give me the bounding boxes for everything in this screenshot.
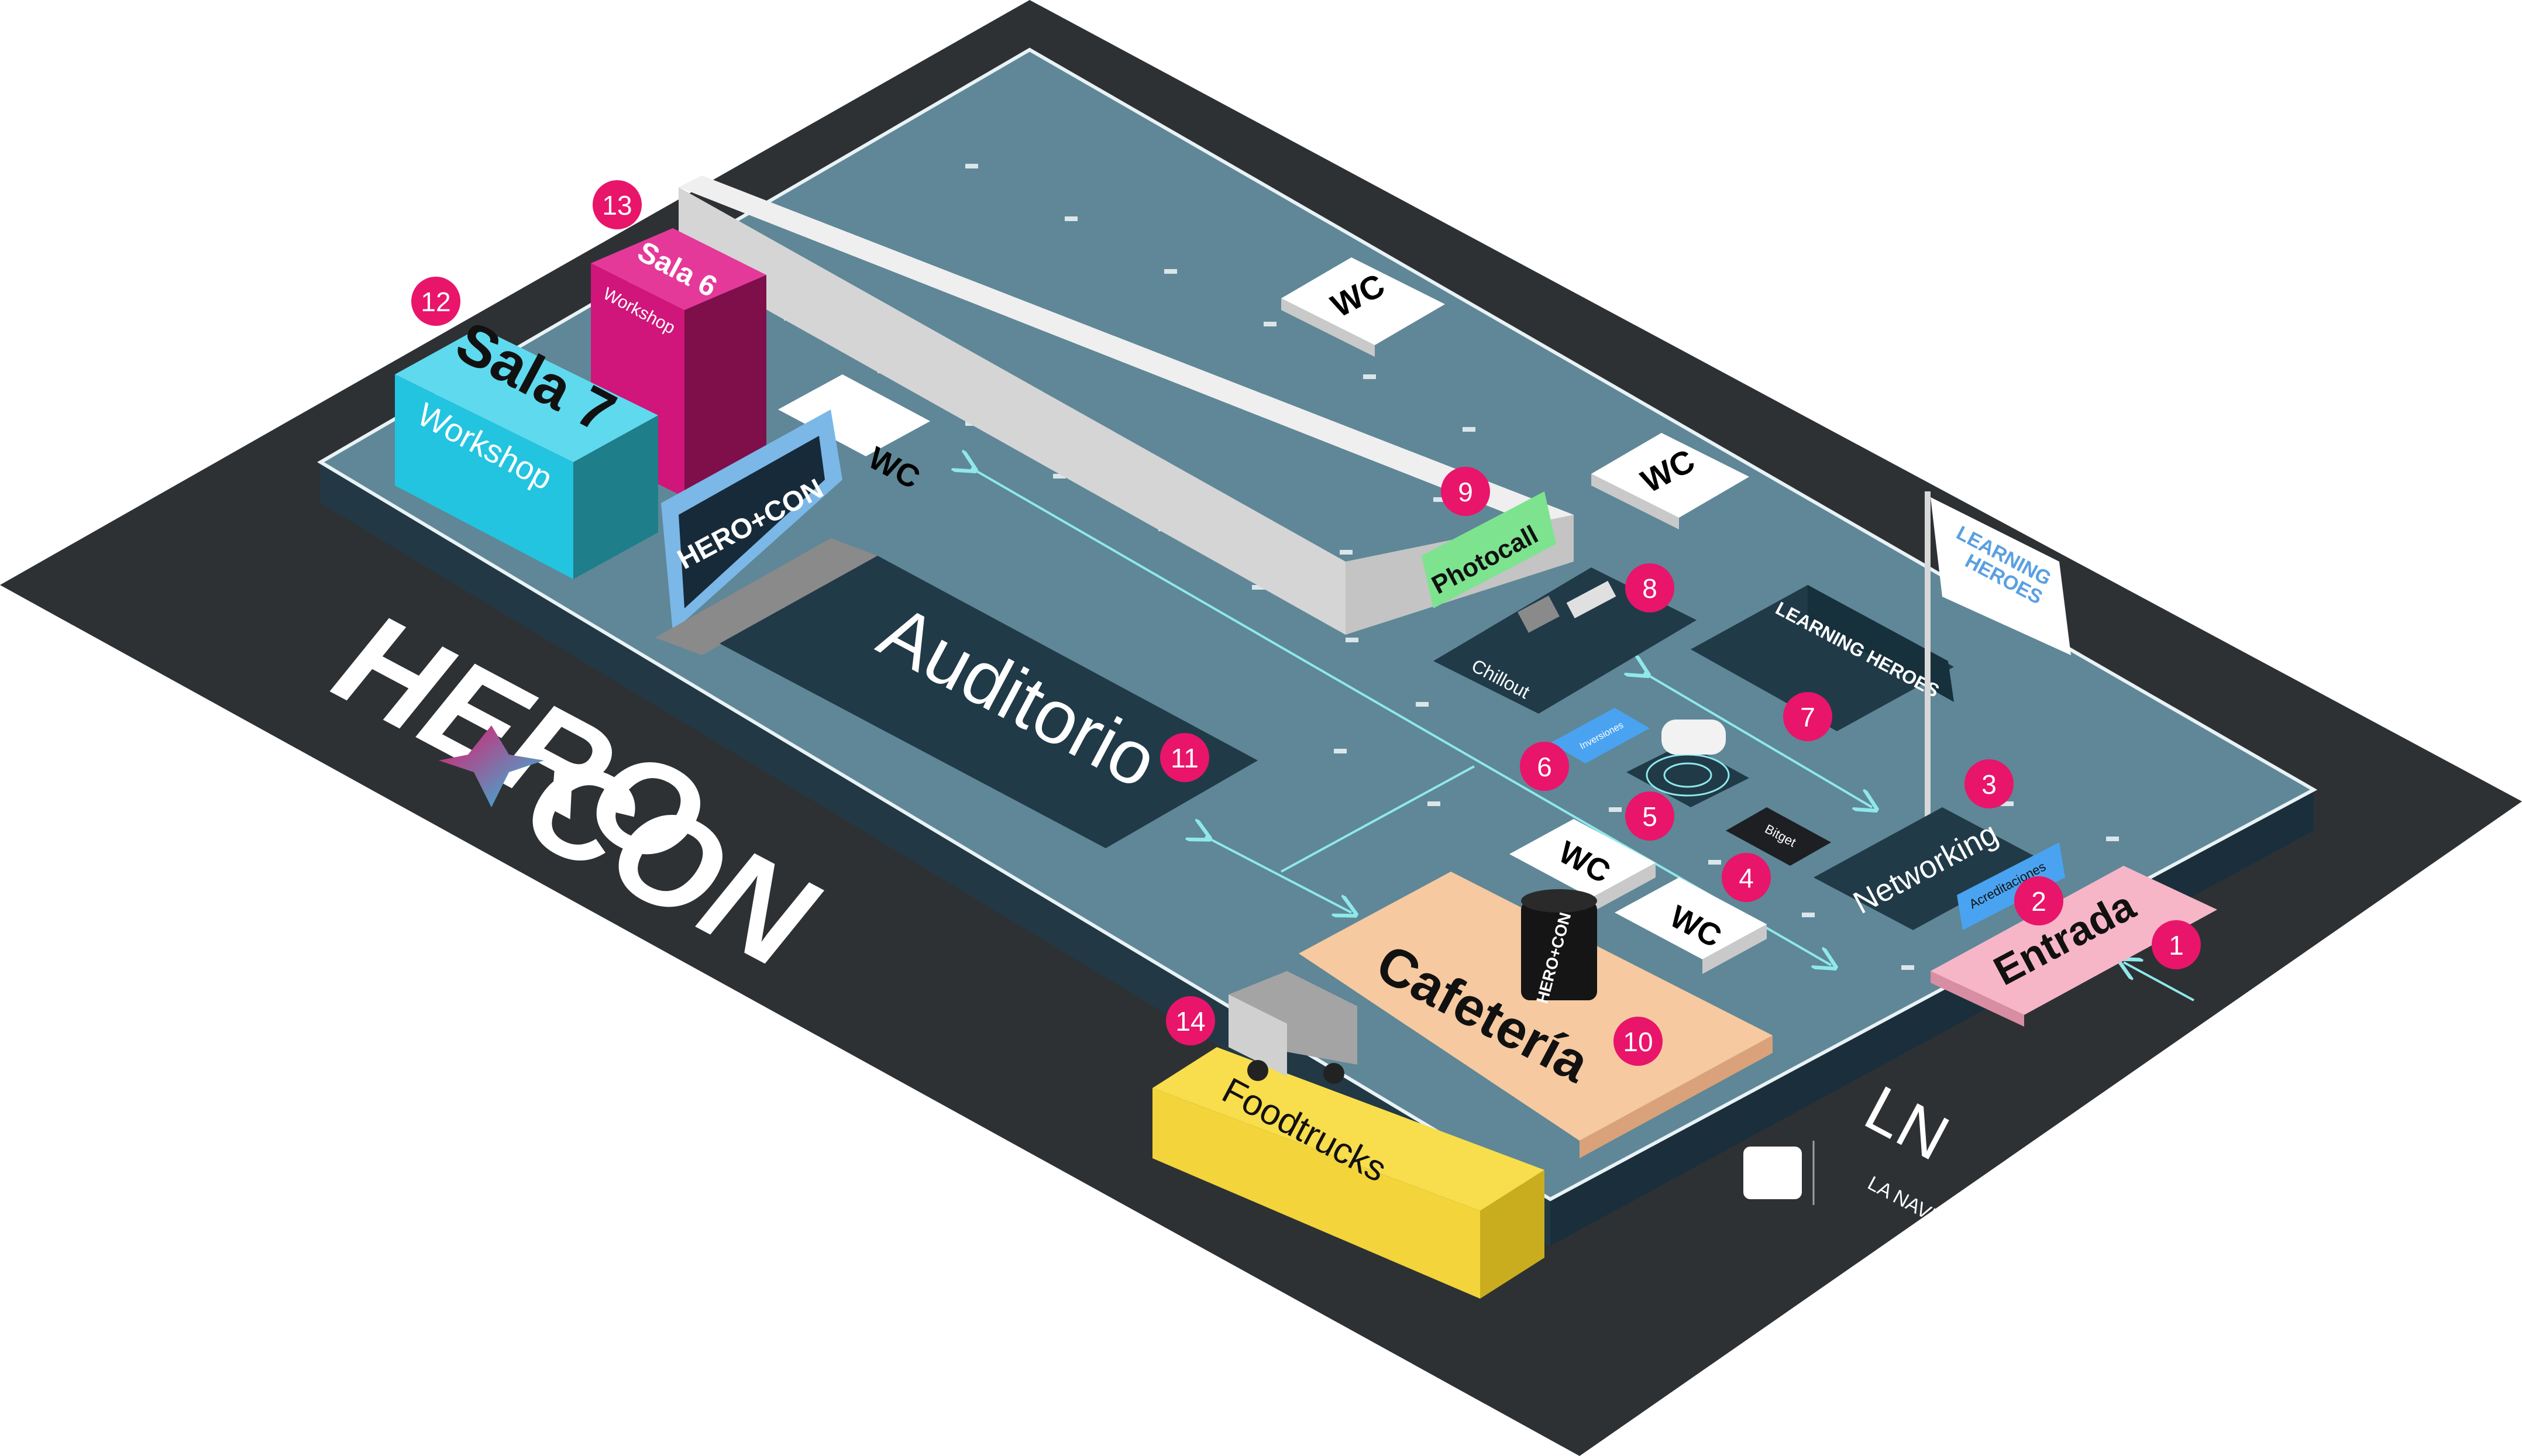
grey-wall-top [679,175,1574,529]
marker-7[interactable]: 7 [1783,692,1832,741]
vr-area[interactable] [1626,720,1749,807]
svg-text:7: 7 [1800,702,1815,732]
coffee-mug-icon [1521,901,1597,1000]
marker-11[interactable]: 11 [1160,733,1209,782]
grey-wall-front [679,187,1346,635]
svg-text:13: 13 [602,190,632,221]
marker-4[interactable]: 4 [1722,853,1771,902]
wc-right: WC [1591,433,1749,529]
svg-text:8: 8 [1642,573,1657,604]
marker-13[interactable]: 13 [593,180,642,229]
svg-text:3: 3 [1981,769,1997,800]
marker-10[interactable]: 10 [1613,1017,1663,1066]
marker-5[interactable]: 5 [1625,791,1674,841]
madrid-crest-icon [1743,1147,1802,1199]
food-truck-icon [1229,971,1357,1084]
sala-7[interactable]: Sala 7 Workshop [395,309,658,579]
marker-12[interactable]: 12 [411,277,460,326]
svg-text:4: 4 [1739,863,1754,893]
marker-1[interactable]: 1 [2152,920,2201,969]
markers: 1 2 3 4 5 6 7 8 9 10 11 12 13 14 [411,180,2201,1066]
svg-text:14: 14 [1175,1006,1205,1037]
svg-text:10: 10 [1623,1027,1653,1057]
marker-6[interactable]: 6 [1520,742,1569,791]
svg-text:6: 6 [1537,752,1552,782]
marker-8[interactable]: 8 [1625,563,1674,612]
logo-spark-icon [439,725,544,807]
marker-9[interactable]: 9 [1441,467,1490,516]
svg-text:1: 1 [2169,930,2184,961]
marker-3[interactable]: 3 [1964,759,2014,808]
wc-top: WC [1281,257,1445,357]
marker-2[interactable]: 2 [2014,876,2063,925]
svg-text:12: 12 [421,287,450,317]
foodtrucks[interactable]: Foodtrucks [1152,971,1544,1299]
svg-text:9: 9 [1458,477,1473,507]
wc-cafe-2: WC [1615,877,1767,974]
svg-text:5: 5 [1642,801,1657,832]
svg-text:2: 2 [2031,886,2046,917]
bitget-stand[interactable]: Bitget [1726,807,1831,866]
marker-14[interactable]: 14 [1166,996,1215,1045]
vr-headset-icon [1661,720,1726,755]
wc-cafe-1: WC [1509,819,1656,913]
svg-text:11: 11 [1171,743,1199,773]
